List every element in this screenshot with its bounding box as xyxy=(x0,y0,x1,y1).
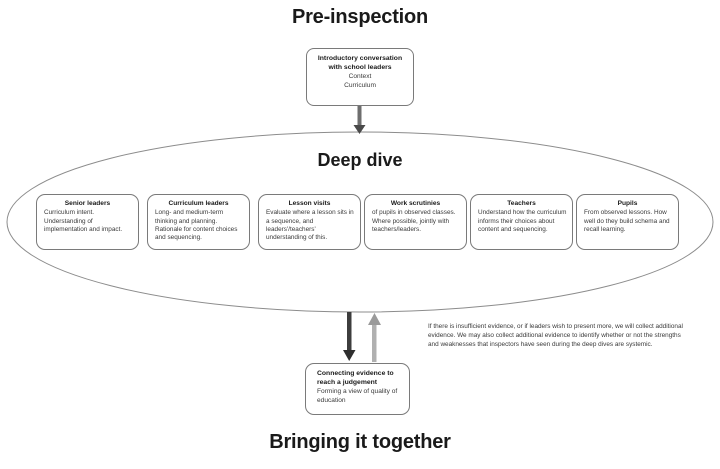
intro-conversation-box: Introductory conversation with school le… xyxy=(306,48,414,106)
additional-evidence-note: If there is insufficient evidence, or if… xyxy=(428,323,683,349)
deep-dive-box-body: Curriculum intent. Understanding of impl… xyxy=(44,209,123,233)
deep-dive-box-title: Pupils xyxy=(617,200,638,207)
deep-dive-box-body: From observed lessons. How well do they … xyxy=(584,209,670,233)
deep-dive-box-body: Understand how the curriculum informs th… xyxy=(478,209,567,233)
deep-dive-title: Deep dive xyxy=(317,150,403,170)
deep-dive-box-title: Lesson visits xyxy=(288,200,331,207)
deep-dive-box-curriculum-leaders: Curriculum leaders Long- and medium-term… xyxy=(147,194,250,250)
deep-dive-box-title: Curriculum leaders xyxy=(168,200,229,207)
intro-conversation-title: Introductory conversation with school le… xyxy=(317,55,403,71)
deep-dive-box-lesson-visits: Lesson visits Evaluate where a lesson si… xyxy=(258,194,361,250)
connecting-evidence-box: Connecting evidence to reach a judgement… xyxy=(305,363,410,415)
deep-dive-box-pupils: Pupils From observed lessons. How well d… xyxy=(576,194,679,250)
page-title-pre-inspection: Pre-inspection xyxy=(291,6,429,28)
connecting-evidence-body: Forming a view of quality of education xyxy=(317,388,398,404)
arrow-up-icon-judgement-to-deepdive xyxy=(368,313,381,362)
deep-dive-box-teachers: Teachers Understand how the curriculum i… xyxy=(470,194,573,250)
deep-dive-box-work-scrutinies: Work scrutinies of pupils in observed cl… xyxy=(364,194,467,250)
deep-dive-box-title: Teachers xyxy=(507,200,536,207)
arrow-down-icon-deepdive-to-judgement xyxy=(343,312,356,361)
deep-dive-box-senior-leaders: Senior leaders Curriculum intent. Unders… xyxy=(36,194,139,250)
page-title-bringing-it-together: Bringing it together xyxy=(269,431,451,453)
deep-dive-box-title: Work scrutinies xyxy=(390,200,441,207)
connecting-evidence-title: Connecting evidence to reach a judgement xyxy=(317,370,394,386)
intro-conversation-body: Context Curriculum xyxy=(344,73,376,89)
arrow-down-icon-intro-to-deepdive xyxy=(353,106,366,134)
deep-dive-box-body: Long- and medium-term thinking and plann… xyxy=(155,209,238,242)
deep-dive-box-body: of pupils in observed classes. Where pos… xyxy=(372,209,456,233)
deep-dive-box-title: Senior leaders xyxy=(64,200,111,207)
deep-dive-box-body: Evaluate where a lesson sits in a sequen… xyxy=(266,209,354,242)
